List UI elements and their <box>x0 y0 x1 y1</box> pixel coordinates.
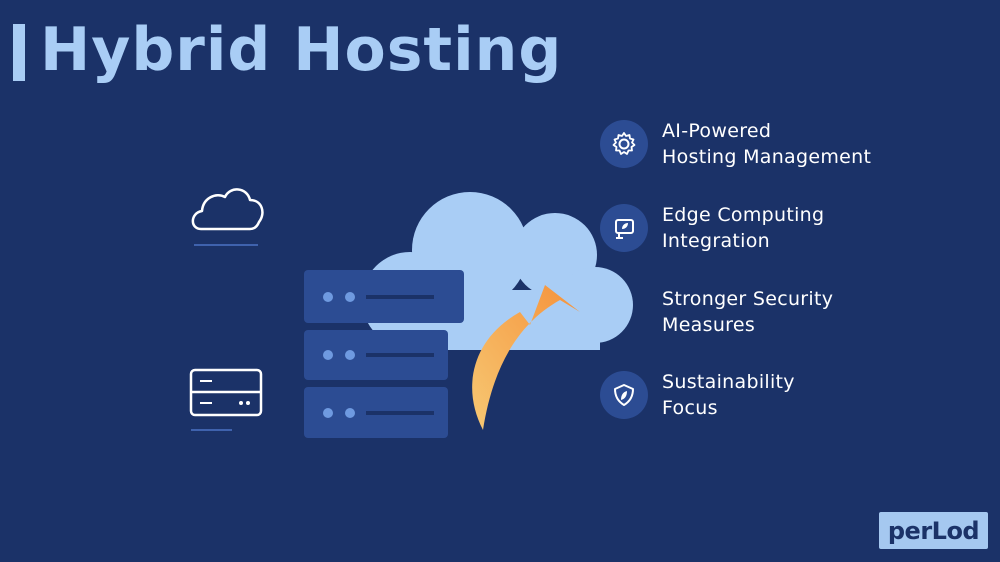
monitor-icon <box>600 204 648 252</box>
feature-line-1: AI-Powered <box>662 120 772 142</box>
feature-edge-computing: Edge Computing Integration <box>600 202 824 254</box>
gear-icon <box>600 120 648 168</box>
feature-line-2: Integration <box>662 230 770 252</box>
small-cloud-icon <box>191 188 264 246</box>
feature-line-1: Edge Computing <box>662 204 825 226</box>
feature-line-1: Stronger Security <box>662 288 834 310</box>
migration-arrow <box>472 285 580 430</box>
feature-ai-hosting: AI-Powered Hosting Management <box>600 118 871 170</box>
feature-line-2: Focus <box>662 397 718 419</box>
security-icon-placeholder <box>600 288 648 336</box>
feature-line-2: Hosting Management <box>662 146 872 168</box>
title-accent-bar <box>13 24 25 81</box>
feature-line-1: Sustainability <box>662 371 795 393</box>
small-server-icon <box>189 368 263 431</box>
feature-line-2: Measures <box>662 314 756 336</box>
feature-sustainability: Sustainability Focus <box>600 369 795 421</box>
leaf-shield-icon <box>600 371 648 419</box>
server-stack <box>304 270 464 438</box>
page-title: Hybrid Hosting <box>40 15 563 85</box>
brand-logo[interactable]: perLod <box>879 512 988 549</box>
feature-security: Stronger Security Measures <box>600 286 833 338</box>
